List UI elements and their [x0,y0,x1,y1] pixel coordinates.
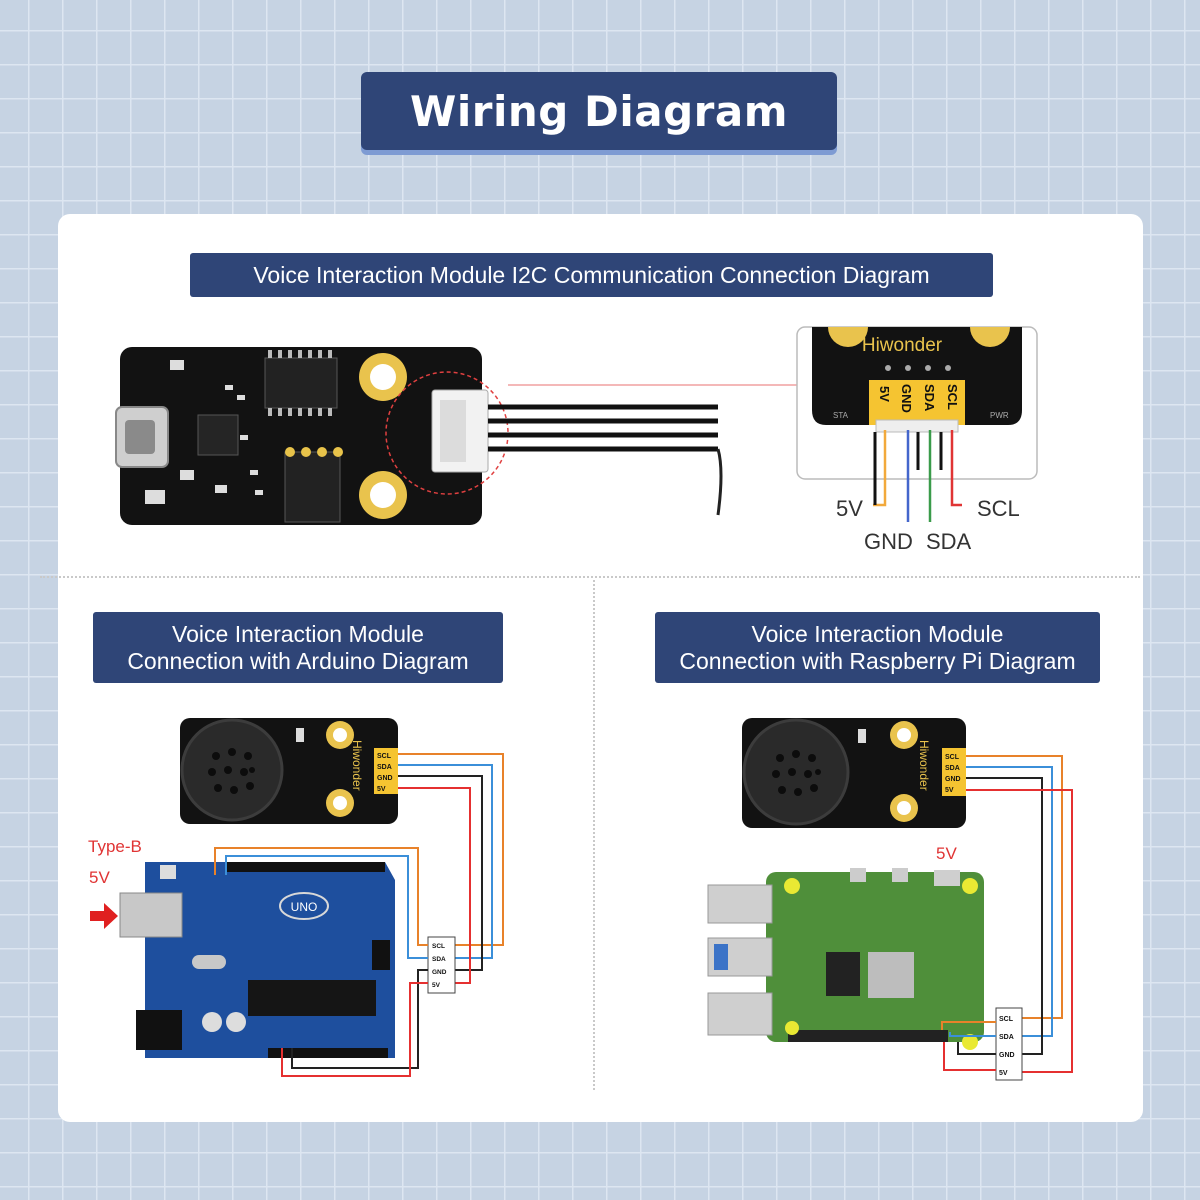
pi-module-pin-gnd: GND [945,776,961,783]
pi-conn-5v: 5V [999,1070,1008,1077]
arduino-module-wires [398,753,504,984]
arduino-voice-module: Hiwonder SCL SDA GND 5V [180,718,398,824]
wire-label-5v: 5V [836,496,863,521]
pin-label-scl: SCL [945,384,960,410]
wire-label-sda: SDA [926,529,972,554]
type-b-label: Type-B [88,837,142,856]
sta-label: STA [833,411,849,420]
arduino-diagram-label: Voice Interaction Module Connection with… [93,612,503,683]
pi-module-brand: Hiwonder [917,740,931,791]
pi-module-pin-5v: 5V [945,787,954,794]
arduino-connector [427,936,456,994]
i2c-cable [488,404,718,452]
arduino-uno-board: UNO [119,862,395,1058]
arduino-board-wires [214,847,428,1077]
wire-label-gnd: GND [864,529,913,554]
pin-label-sda: SDA [922,384,937,412]
uno-logo: UNO [291,900,318,914]
pi-label-line2: Connection with Raspberry Pi Diagram [679,647,1076,674]
pi-conn-scl: SCL [999,1016,1014,1023]
wire-label-scl: SCL [977,496,1020,521]
arduino-module-pin-gnd: GND [377,775,393,782]
power-arrow-icon [90,903,118,929]
pi-conn-gnd: GND [999,1052,1015,1059]
voice-module-pcb [115,347,489,525]
pin-wires [873,430,962,522]
usb-port-1 [707,884,773,924]
dc-jack [136,1010,182,1050]
ic-chip-small [197,414,239,456]
arduino-label-line2: Connection with Arduino Diagram [127,647,469,674]
pi-conn-sda: SDA [999,1034,1014,1041]
vertical-divider [593,580,595,1090]
arduino-module-brand: Hiwonder [350,740,364,791]
arduino-conn-scl: SCL [432,943,445,950]
ic-chip-top [264,357,338,409]
horizontal-divider [40,576,1140,578]
pi-voice-module: Hiwonder SCL SDA GND 5V [742,718,966,828]
arduino-label-line1: Voice Interaction Module [172,620,424,647]
pi-module-pin-scl: SCL [945,754,960,761]
pi-module-pin-sda: SDA [945,765,960,772]
soc-chip [868,952,914,998]
page-title: Wiring Diagram [361,72,837,150]
usb-b-port [119,892,183,938]
pi-label-line1: Voice Interaction Module [751,620,1004,647]
arduino-module-pin-scl: SCL [377,753,392,760]
pi-diagram-label: Voice Interaction Module Connection with… [655,612,1100,683]
pi-5v-label: 5V [936,844,957,863]
i2c-diagram-label: Voice Interaction Module I2C Communicati… [190,253,993,297]
arduino-5v-label: 5V [89,868,110,887]
pi-module-wires [966,755,1073,1073]
raspberry-pi-board [707,868,984,1050]
ic-chip-bottom [284,451,341,523]
arduino-conn-5v: 5V [432,982,441,989]
pin-label-5v: 5V [877,386,892,402]
pi-board-wires [941,1021,996,1071]
arduino-module-pin-sda: SDA [377,764,392,771]
pi-connector [995,1007,1023,1081]
arduino-conn-sda: SDA [432,956,446,963]
ethernet-port [707,992,773,1036]
brand-logo: Hiwonder [862,335,943,356]
atmega-chip [248,980,376,1016]
arduino-conn-gnd: GND [432,969,447,976]
pin-label-gnd: GND [899,384,914,413]
pwr-label: PWR [990,411,1009,420]
arduino-module-pin-5v: 5V [377,786,386,793]
